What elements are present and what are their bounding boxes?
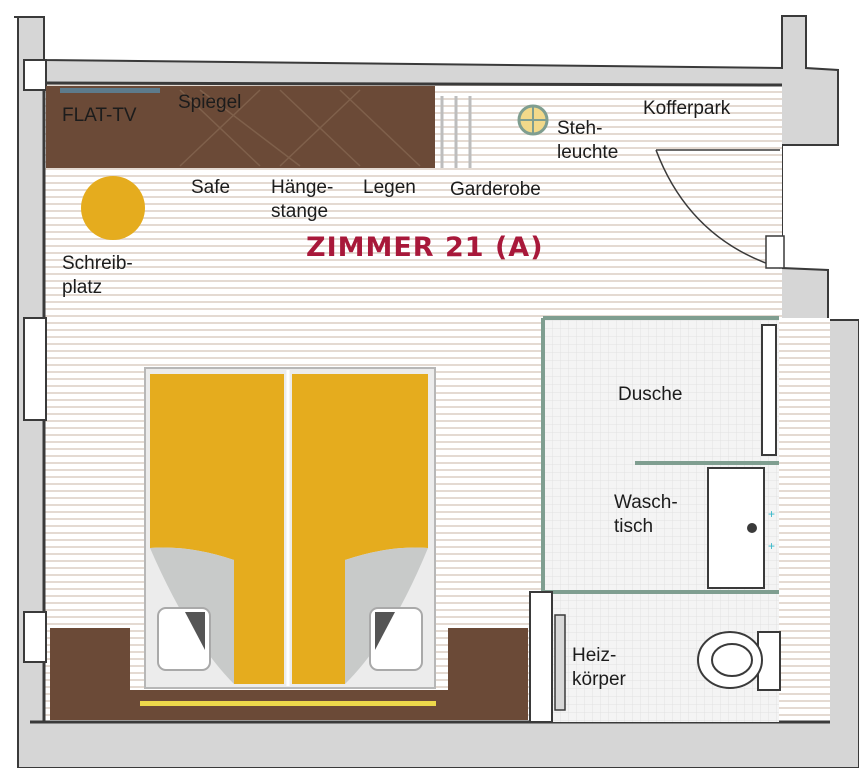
sink-icon: + + (707, 467, 775, 589)
label-spiegel: Spiegel (178, 92, 242, 113)
coat-rack (440, 96, 472, 168)
radiator-icon (554, 614, 566, 711)
label-line: Schreib- (62, 253, 133, 274)
label-line: Hänge- (271, 177, 334, 198)
label-schreibplatz: Schreib- platz (62, 252, 133, 300)
svg-text:+: + (768, 539, 775, 553)
label-waschtisch: Wasch- tisch (614, 491, 678, 539)
label-line: platz (62, 277, 103, 298)
desk-lamp-icon (81, 176, 145, 240)
pillows (157, 607, 423, 671)
double-bed (144, 367, 436, 689)
label-garderobe: Garderobe (450, 179, 541, 200)
label-line: stange (271, 201, 329, 222)
window-markers (23, 59, 47, 663)
label-flat-tv: FLAT-TV (62, 105, 137, 126)
svg-text:+: + (768, 507, 775, 521)
label-heizkoerper: Heiz- körper (572, 644, 626, 692)
shower-drain-icon (761, 324, 777, 456)
bed-base (50, 628, 528, 720)
label-kofferpark: Kofferpark (643, 98, 731, 119)
room-title: ZIMMER 21 (A) (306, 232, 544, 263)
label-dusche: Dusche (618, 384, 683, 405)
bathroom: + + (529, 316, 781, 723)
toilet-icon (697, 631, 781, 691)
label-line: leuchte (557, 142, 619, 163)
door-swing-icon (655, 149, 785, 269)
label-line: tisch (614, 516, 654, 537)
label-line: Steh- (557, 118, 603, 139)
label-legen: Legen (363, 177, 416, 198)
label-safe: Safe (191, 177, 231, 198)
label-haengestange: Hänge- stange (271, 176, 333, 224)
label-stehleuchte: Steh- leuchte (557, 117, 618, 165)
floor-lamp-icon (517, 104, 549, 136)
wardrobe (46, 86, 472, 168)
label-line: körper (572, 669, 626, 690)
label-line: Wasch- (614, 492, 678, 513)
label-line: Heiz- (572, 645, 617, 666)
